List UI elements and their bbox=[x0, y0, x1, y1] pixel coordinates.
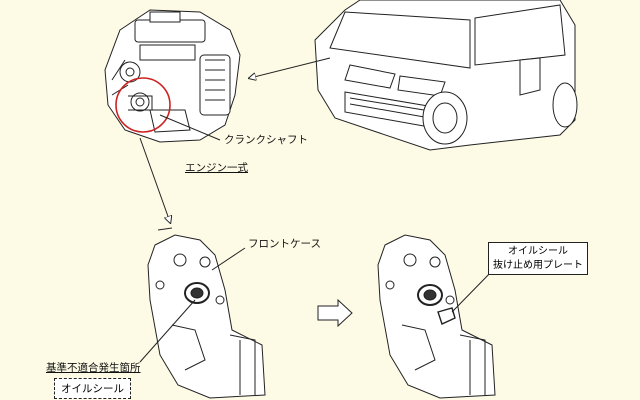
crankshaft-pulley bbox=[128, 92, 153, 112]
engine-assy-label: エンジン一式 bbox=[185, 162, 248, 174]
retainer-plate-leader bbox=[451, 267, 496, 313]
before-after-arrow bbox=[317, 298, 353, 328]
retainer-plate-label-box: オイルシール 抜け止め用プレート bbox=[488, 242, 588, 275]
front-case-illustration bbox=[147, 234, 266, 399]
crankshaft-label: クランクシャフト bbox=[224, 134, 308, 146]
engine-to-case-arrow bbox=[139, 137, 170, 222]
defect-location-label: 基準不適合発生箇所 bbox=[46, 362, 141, 374]
crankshaft-leader bbox=[159, 114, 221, 141]
retainer-plate-label-line2: 抜け止め用プレート bbox=[493, 259, 583, 271]
front-case-leader bbox=[211, 247, 246, 271]
front-case-with-plate-illustration bbox=[377, 234, 496, 399]
oil-seal-leader bbox=[139, 299, 196, 363]
retainer-plate-label-line1: オイルシール bbox=[508, 246, 568, 257]
front-case-label: フロントケース bbox=[248, 238, 321, 250]
oil-seal-label: オイルシール bbox=[54, 378, 131, 399]
defect-highlight-circle bbox=[115, 77, 171, 133]
oil-seal-right bbox=[417, 284, 443, 306]
vehicle-illustration bbox=[314, 0, 578, 151]
retainer-plate bbox=[437, 307, 456, 325]
vehicle-to-engine-arrow bbox=[250, 57, 331, 78]
engine-illustration bbox=[104, 9, 241, 143]
oil-seal-left bbox=[184, 282, 210, 304]
